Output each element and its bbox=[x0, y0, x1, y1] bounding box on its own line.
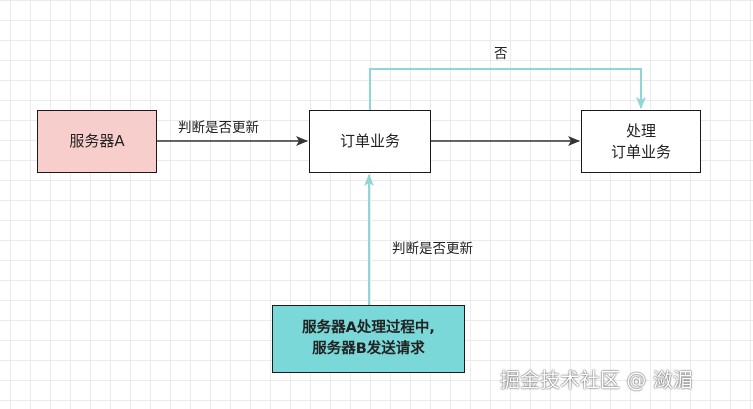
node-order-business: 订单业务 bbox=[309, 110, 431, 173]
node-request-line-1: 服务器A处理过程中, bbox=[302, 320, 435, 336]
node-server-a-label: 服务器A bbox=[69, 132, 125, 150]
edge-label-no: 否 bbox=[494, 46, 508, 62]
node-server-a: 服务器A bbox=[37, 110, 157, 173]
node-order-business-label: 订单业务 bbox=[339, 132, 400, 150]
edge-order-to-process-no bbox=[369, 68, 646, 110]
node-process-order: 处理 订单业务 bbox=[581, 110, 701, 173]
node-request-line-2: 服务器B发送请求 bbox=[312, 341, 425, 357]
edge-label-judge-update-bottom: 判断是否更新 bbox=[392, 241, 473, 257]
edge-label-judge-update-top: 判断是否更新 bbox=[178, 120, 259, 136]
node-process-line-1: 处理 bbox=[625, 121, 656, 140]
node-server-b-request: 服务器A处理过程中, 服务器B发送请求 bbox=[272, 305, 465, 373]
node-process-line-2: 订单业务 bbox=[610, 142, 671, 161]
watermark-text: 掘金技术社区 @ 潋湄 bbox=[500, 368, 693, 392]
